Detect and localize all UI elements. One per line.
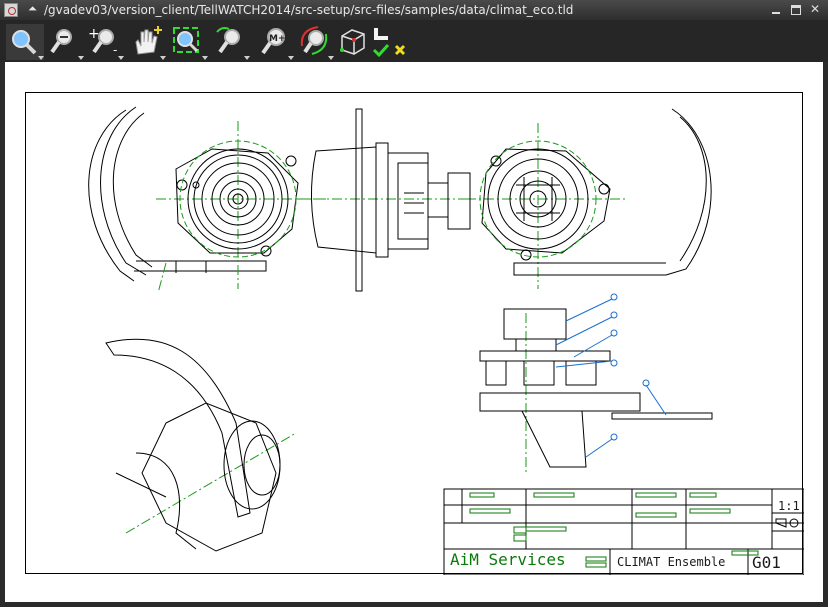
zoom-in-out-icon: + - — [88, 26, 117, 57]
zoom-tool[interactable] — [6, 24, 44, 60]
view-3d-tool[interactable] — [336, 24, 374, 60]
dropdown-arrow-icon[interactable] — [38, 56, 44, 60]
dropdown-arrow-icon[interactable] — [160, 56, 166, 60]
company-name: AiM Services — [450, 550, 566, 569]
magnifier-icon — [12, 30, 37, 55]
drawing-sheet: AiM Services CLIMAT Ensemble G01 1:1 — [25, 92, 804, 575]
title-bar: ⏶ /gvadev03/version_client/TellWATCH2014… — [0, 0, 828, 20]
app-icon[interactable] — [4, 3, 18, 17]
maximize-button[interactable] — [791, 5, 801, 15]
toolbar: + - M+ — [0, 20, 828, 62]
window-title: /gvadev03/version_client/TellWATCH2014/s… — [44, 3, 574, 17]
zoom-memory-icon: M+ — [261, 28, 286, 55]
right-arm-view — [513, 108, 712, 276]
drawing-scale: 1:1 — [778, 499, 800, 513]
zoom-rotate-icon — [300, 26, 328, 55]
zoom-previous-tool[interactable] — [212, 24, 250, 60]
zoom-fit-icon — [173, 27, 199, 53]
dropdown-arrow-icon[interactable] — [202, 56, 208, 60]
accept-reject-tool[interactable] — [372, 24, 410, 60]
cad-drawing — [88, 106, 804, 575]
pan-tool[interactable] — [128, 24, 166, 60]
shade-window-icon[interactable]: ⏶ — [28, 2, 37, 15]
left-arm-view — [88, 106, 267, 282]
dropdown-arrow-icon[interactable] — [118, 56, 124, 60]
isometric-view — [105, 338, 281, 552]
zoom-previous-icon — [216, 27, 240, 54]
drawing-designation: CLIMAT Ensemble — [617, 555, 726, 569]
dropdown-arrow-icon[interactable] — [244, 56, 250, 60]
dropdown-arrow-icon[interactable] — [78, 56, 84, 60]
dropdown-arrow-icon[interactable] — [328, 56, 334, 60]
drawing-code: G01 — [752, 553, 781, 572]
zoom-out-tool[interactable] — [46, 24, 84, 60]
svg-text:M+: M+ — [269, 34, 286, 44]
zoom-fit-tool[interactable] — [170, 24, 208, 60]
minimize-button[interactable] — [771, 5, 781, 15]
scale-symbol-icon — [775, 518, 800, 528]
zoom-memory-tool[interactable]: M+ — [256, 24, 294, 60]
side-view — [311, 108, 471, 292]
hand-icon — [135, 26, 162, 55]
title-block-fields — [469, 492, 759, 568]
svg-text:+: + — [88, 26, 100, 42]
zoom-rotate-tool[interactable] — [296, 24, 334, 60]
dropdown-arrow-icon[interactable] — [288, 56, 294, 60]
left-motor-face — [175, 148, 299, 257]
check-cross-icon — [372, 28, 406, 58]
section-view — [479, 308, 713, 468]
annotation-leaders — [555, 293, 667, 458]
right-motor-face — [481, 148, 611, 261]
title-block — [443, 488, 804, 575]
svg-text:-: - — [113, 43, 117, 57]
cube-icon — [340, 29, 365, 55]
drawing-canvas[interactable]: AiM Services CLIMAT Ensemble G01 1:1 — [5, 62, 823, 602]
zoom-out-icon — [50, 29, 72, 54]
close-button[interactable]: ✕ — [810, 2, 821, 16]
zoom-in-out-tool[interactable]: + - — [86, 24, 124, 60]
